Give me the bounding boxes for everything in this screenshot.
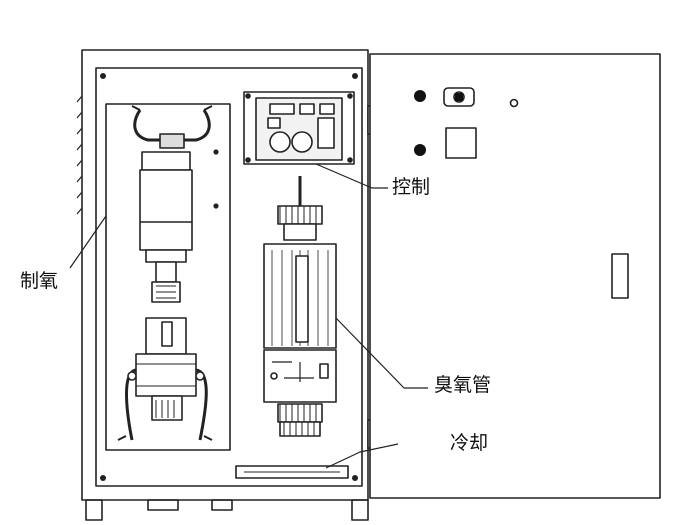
leader-lines bbox=[69, 163, 428, 469]
control-knob-right-icon bbox=[291, 131, 313, 153]
label-cooling: 冷却 bbox=[450, 432, 489, 454]
cabinet-feet bbox=[85, 499, 369, 521]
cooling-tray bbox=[235, 465, 349, 479]
door-handle bbox=[611, 253, 629, 299]
ozone-tube bbox=[263, 176, 337, 437]
door-indicator-light-top-icon bbox=[414, 90, 426, 102]
door-small-lamp-icon bbox=[509, 98, 519, 108]
label-ozone-tube: 臭氧管 bbox=[434, 374, 492, 396]
door-square-button-icon bbox=[445, 127, 477, 159]
oxygen-module bbox=[105, 103, 231, 451]
label-control: 控制 bbox=[392, 176, 431, 198]
label-oxygen: 制氧 bbox=[20, 270, 59, 292]
cabinet-door bbox=[369, 53, 661, 499]
control-panel bbox=[243, 91, 355, 165]
door-switch-icon bbox=[443, 87, 475, 107]
control-knob-left-icon bbox=[269, 131, 291, 153]
door-indicator-light-bottom-icon bbox=[414, 144, 426, 156]
side-vents bbox=[76, 95, 83, 215]
corner-screws-icon bbox=[100, 73, 358, 481]
